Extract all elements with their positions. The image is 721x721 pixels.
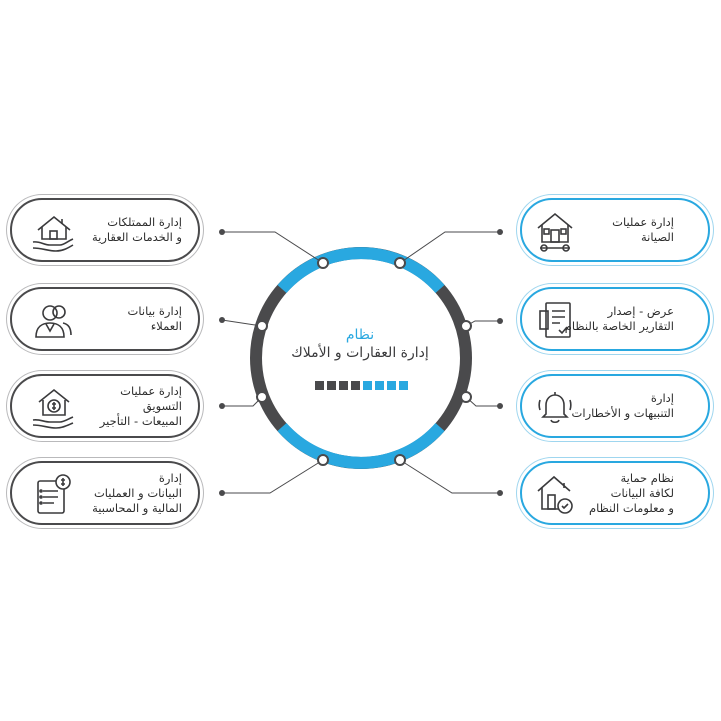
connector-dot [497,318,503,324]
card-label-line: و الخدمات العقارية [91,230,182,244]
ring-node [460,320,472,332]
progress-square [399,381,408,390]
right-connector-dots [497,229,503,496]
connector-right-4 [399,459,500,494]
connector-dot [219,403,225,409]
card-label-line: عرض - إصدار [607,304,674,318]
progress-square [327,381,336,390]
connector-right-1 [399,231,500,264]
connector-dot [497,229,503,235]
ring-node [460,391,472,403]
house-dollar-hand-icon [32,388,74,429]
center-ring [250,247,472,469]
card-alerts[interactable]: إدارة التنبيهات و الأخطارات [520,374,710,438]
ring-node [394,257,406,269]
progress-square [351,381,360,390]
card-data-protection[interactable]: نظام حماية لكافة البيانات و معلومات النظ… [520,461,710,525]
card-label-line: التنبيهات و الأخطارات [571,406,674,420]
card-label-line: إدارة الممتلكات [107,215,182,229]
ring-blue-arc-top [277,247,445,294]
card-marketing-sales[interactable]: إدارة عمليات التسويق المبيعات - التأجير [10,374,200,438]
connector-left-4 [222,459,324,494]
connector-dot [219,490,225,496]
progress-square [363,381,372,390]
house-shield-icon [537,475,573,514]
card-financial-data[interactable]: إدارة البيانات و العمليات المالية و المح… [10,461,200,525]
card-label-line: إدارة عمليات التسويق [120,383,182,413]
ring-node [256,391,268,403]
card-label-line: التقارير الخاصة بالنظام [564,319,674,333]
connector-dot [497,403,503,409]
ring-node [317,454,329,466]
ring-node [256,320,268,332]
connector-left-2 [221,319,263,327]
connector-dot [497,490,503,496]
connector-left-3 [222,396,263,407]
card-label-line: الصيانة [640,230,674,244]
card-label-line: إدارة بيانات [127,304,182,318]
customers-icon [35,305,72,338]
ring-node [394,454,406,466]
card-label-line: إدارة عمليات [612,215,674,229]
card-reports[interactable]: عرض - إصدار التقارير الخاصة بالنظام [520,287,710,351]
progress-square [375,381,384,390]
progress-square [387,381,396,390]
left-connector-dots [219,229,225,496]
card-property-management[interactable]: إدارة الممتلكات و الخدمات العقارية [10,198,200,262]
card-label-line: إدارة [158,470,182,485]
connector-dot [219,229,225,235]
house-in-hand-icon [32,215,74,252]
card-label-line: نظام حماية [620,470,674,485]
connector-left-1 [222,231,324,264]
finance-document-icon [37,474,71,514]
progress-squares [315,381,408,390]
ring-blue-arc-bottom [277,422,445,469]
card-label-line: إدارة [650,391,674,405]
center-title-line1: نظام [345,327,375,343]
card-label-line: لكافة البيانات [610,485,674,500]
ring-nodes [256,257,472,466]
card-label-line: العملاء [150,319,182,333]
connector-dot [219,317,225,323]
report-icon [539,302,571,338]
card-label-line: و معلومات النظام [588,500,674,515]
card-label-line: المبيعات - التأجير [99,413,182,428]
card-maintenance[interactable]: إدارة عمليات الصيانة [520,198,710,262]
card-customer-data[interactable]: إدارة بيانات العملاء [10,287,200,351]
ring-node [317,257,329,269]
card-label-line: البيانات و العمليات [93,485,182,500]
card-label-line: المالية و المحاسبية [92,500,182,515]
center-title-line2: إدارة العقارات و الأملاك [291,345,429,361]
house-tools-icon [537,212,573,252]
progress-square [315,381,324,390]
bell-icon [538,392,572,424]
progress-square [339,381,348,390]
